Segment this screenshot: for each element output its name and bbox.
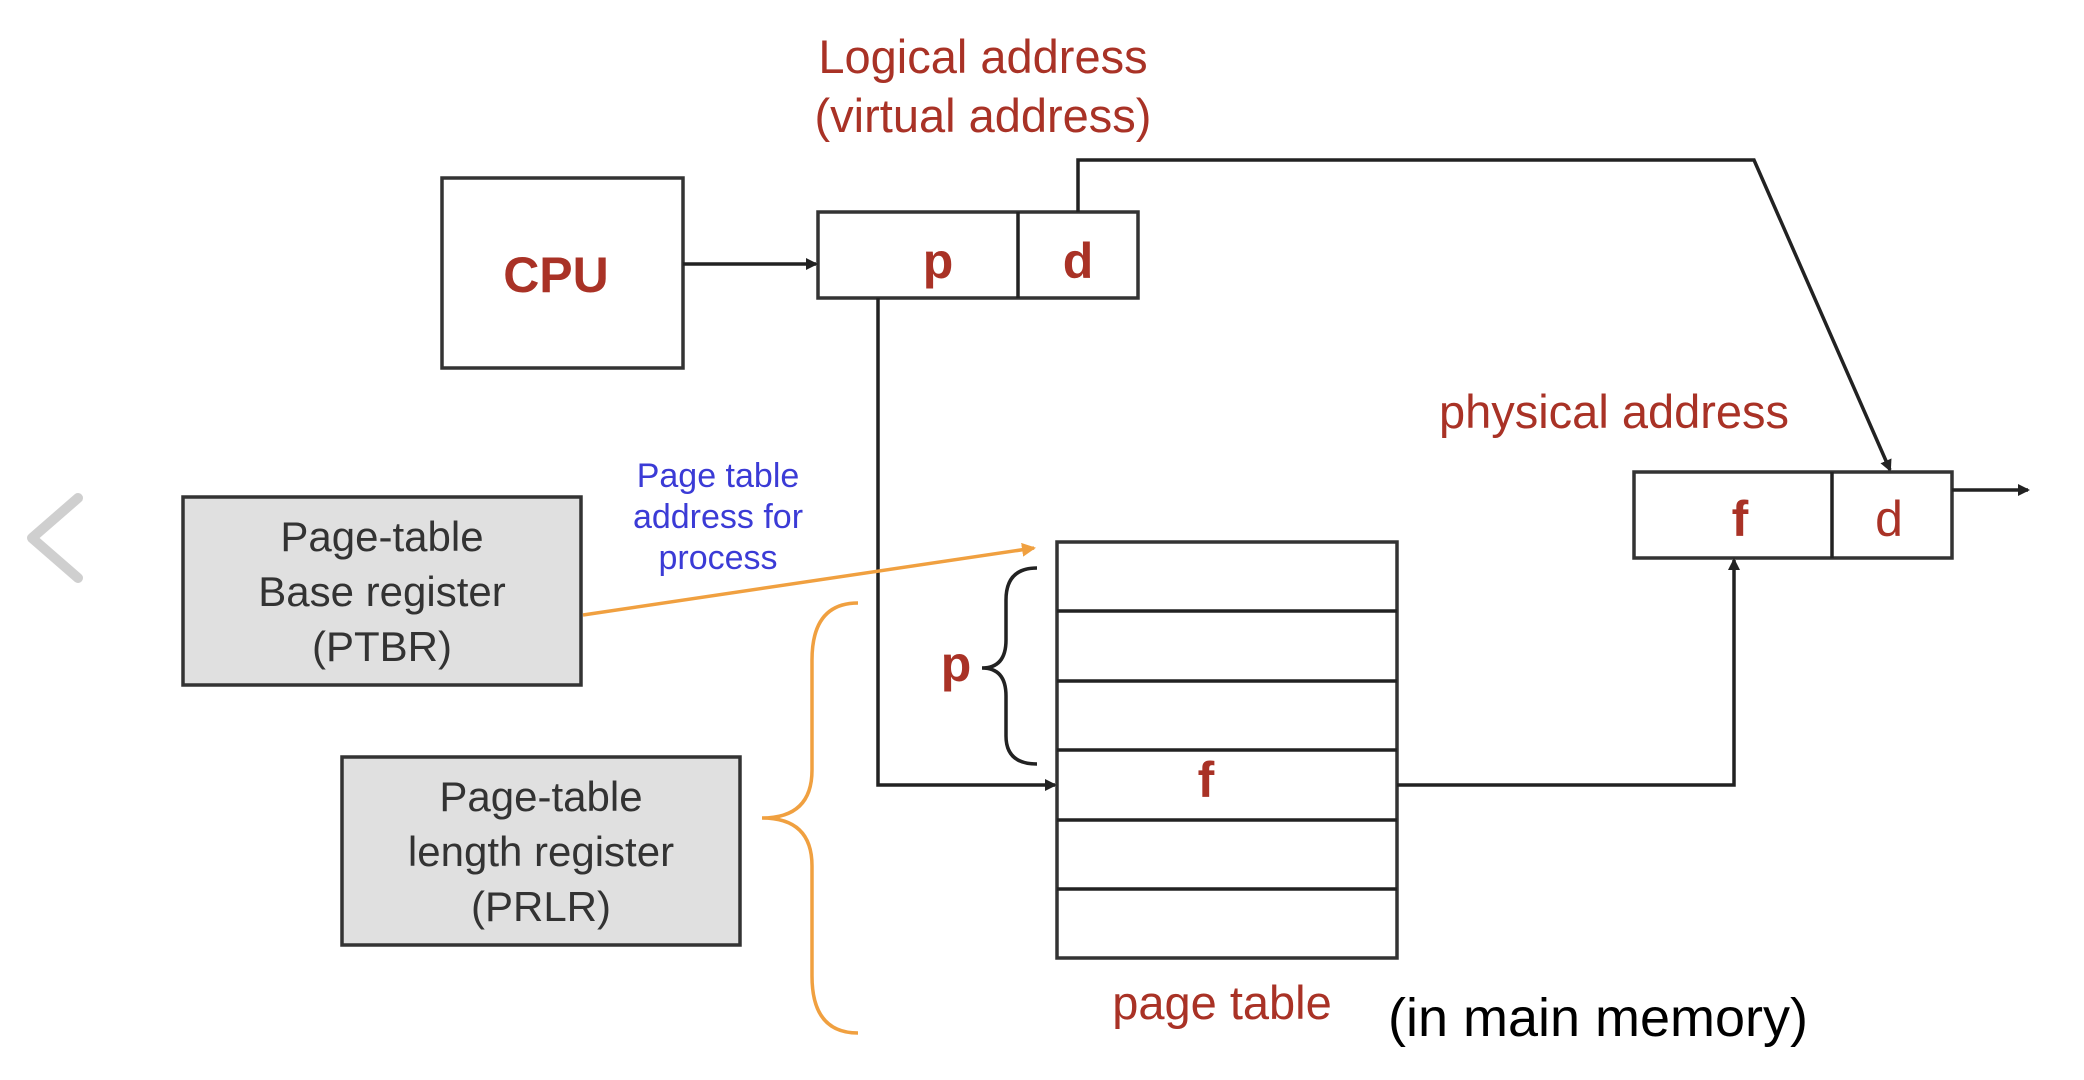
page-table-label: page table bbox=[1112, 976, 1332, 1029]
brace-p-label: p bbox=[941, 636, 972, 692]
logical-address-label: Logical address bbox=[818, 30, 1147, 83]
page-number-p-arrow bbox=[876, 298, 1057, 791]
page-table-length-brace bbox=[761, 601, 859, 1035]
virtual-address-label: (virtual address) bbox=[815, 89, 1152, 142]
in-main-memory-label: (in main memory) bbox=[1388, 988, 1808, 1048]
physical-d-label: d bbox=[1875, 491, 1903, 547]
ptbr-label-line2: Base register bbox=[258, 568, 505, 615]
prlr-register-box bbox=[340, 755, 742, 947]
cpu-box bbox=[440, 176, 685, 370]
pt-address-annotation-line3: process bbox=[658, 539, 777, 577]
logical-d-label: d bbox=[1063, 233, 1094, 289]
prlr-label-line1: Page-table bbox=[439, 773, 642, 820]
ptbr-to-page-table-arrow bbox=[582, 542, 1036, 617]
frame-f-arrow bbox=[1397, 558, 1740, 787]
page-table-f-entry: f bbox=[1198, 752, 1215, 808]
ptbr-label-line3: (PTBR) bbox=[312, 623, 452, 670]
ptbr-label-line1: Page-table bbox=[280, 513, 483, 560]
pt-address-annotation-line1: Page table bbox=[637, 457, 800, 495]
pt-address-annotation-line2: address for bbox=[633, 498, 803, 536]
page-offset-brace bbox=[981, 566, 1038, 766]
chevron-left-icon[interactable] bbox=[27, 493, 83, 583]
logical-address-register bbox=[816, 210, 1140, 300]
prlr-label-line2: length register bbox=[408, 828, 674, 875]
physical-f-label: f bbox=[1732, 491, 1749, 547]
cpu-label: CPU bbox=[503, 247, 609, 303]
ptbr-register-box bbox=[181, 495, 583, 687]
prlr-label-line3: (PRLR) bbox=[471, 883, 611, 930]
logical-p-label: p bbox=[923, 233, 954, 289]
physical-address-label: physical address bbox=[1439, 385, 1789, 438]
offset-d-arrow bbox=[1076, 158, 1892, 472]
physical-address-register bbox=[1632, 470, 1954, 560]
